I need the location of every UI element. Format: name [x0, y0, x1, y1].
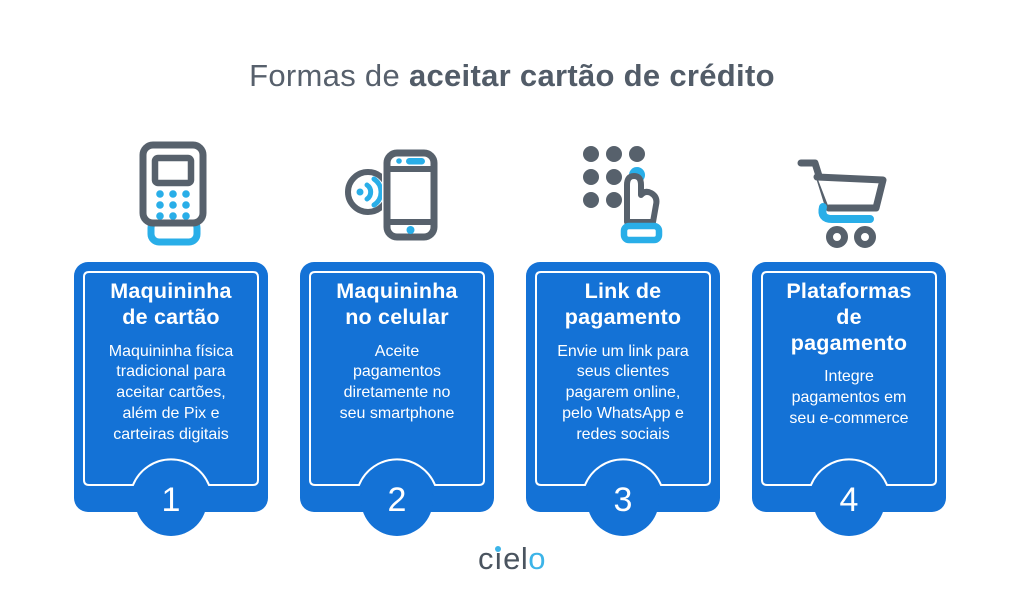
title-bold-text: aceitar cartão de crédito: [408, 58, 775, 93]
card-body: Aceite pagamentos diretamente no seu sma…: [339, 342, 455, 422]
card-machine-icon-slot: [111, 138, 231, 253]
info-card-1: Maquininha de cartão Maquininha física t…: [74, 262, 268, 544]
card-heading: Plataformas de pagamento: [786, 279, 912, 355]
page-title: Formas de aceitar cartão de crédito: [0, 58, 1024, 94]
cielo-logo: cıelo: [0, 541, 1024, 577]
card-body: Envie um link para seus clientes pagarem…: [557, 342, 689, 443]
card-number-badge: 4: [839, 481, 859, 519]
info-card-4: Plataformas de pagamento Integre pagamen…: [752, 262, 946, 544]
card-heading: Link de pagamento: [564, 279, 682, 329]
keypad-hand-icon-slot: [563, 138, 683, 253]
card-number-badge: 2: [387, 481, 407, 519]
card-content: Link de pagamento Envie um link para seu…: [539, 262, 707, 482]
info-card-2: Maquininha no celular Aceite pagamentos …: [300, 262, 494, 544]
card-shape: [752, 262, 946, 536]
shopping-cart-icon-slot: [789, 138, 909, 253]
card-number-badge: 3: [613, 481, 633, 519]
shopping-cart-icon: [797, 159, 887, 248]
card-content: Maquininha de cartão Maquininha física t…: [87, 262, 255, 482]
card-content: Plataformas de pagamento Integre pagamen…: [765, 262, 933, 482]
phone-nfc-icon-slot: [337, 138, 457, 253]
card-number-badge: 1: [161, 481, 181, 519]
logo-text-dark: cıel: [478, 541, 529, 576]
phone-nfc-icon: [345, 148, 440, 242]
cielo-logo-text: cıelo: [478, 541, 546, 577]
card-shape: [300, 262, 494, 536]
logo-i-dot: [495, 546, 501, 552]
keypad-hand-icon: [583, 146, 663, 244]
card-machine-icon: [139, 141, 207, 246]
card-content: Maquininha no celular Aceite pagamentos …: [313, 262, 481, 482]
logo-text-accent: o: [528, 541, 546, 576]
card-body: Maquininha física tradicional para aceit…: [108, 342, 234, 443]
title-regular-text: Formas de: [249, 58, 409, 93]
card-body: Integre pagamentos em seu e-commerce: [789, 368, 909, 427]
card-shape: [74, 262, 268, 536]
info-card-3: Link de pagamento Envie um link para seu…: [526, 262, 720, 544]
card-heading: Maquininha de cartão: [110, 279, 232, 329]
card-heading: Maquininha no celular: [336, 279, 458, 329]
card-shape: [526, 262, 720, 536]
